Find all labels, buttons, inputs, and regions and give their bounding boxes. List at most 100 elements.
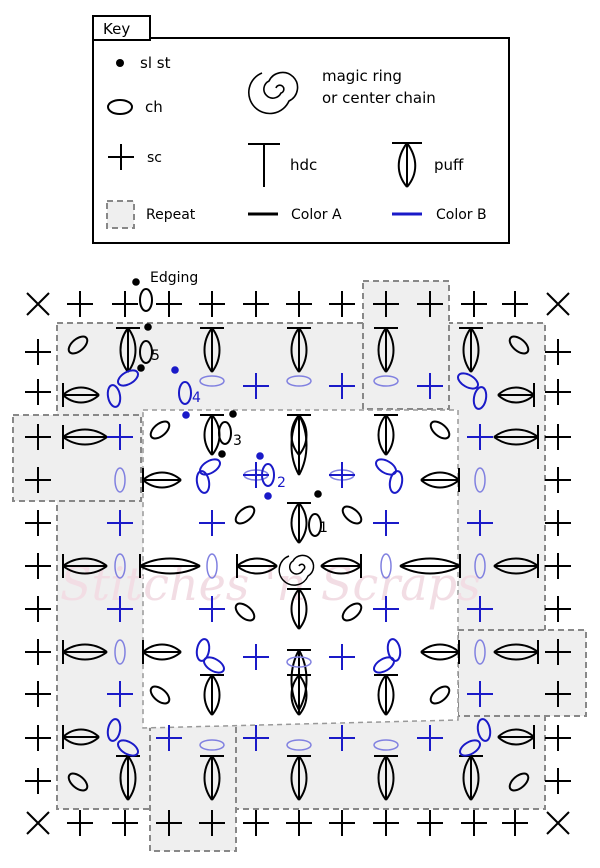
puff-petal bbox=[377, 327, 387, 373]
puff-petal bbox=[203, 755, 213, 801]
puff-petal bbox=[290, 649, 300, 711]
puff-petal bbox=[385, 755, 395, 801]
puff-petal bbox=[62, 557, 108, 567]
sc-stitch bbox=[373, 810, 399, 836]
color-b-base bbox=[474, 553, 486, 579]
ch-stitch bbox=[508, 772, 530, 792]
sc-stitch bbox=[467, 424, 493, 450]
puff-petal bbox=[290, 755, 300, 801]
sc-stitch bbox=[112, 810, 138, 836]
ch-stitch bbox=[67, 335, 89, 355]
puff-stitch bbox=[287, 414, 311, 476]
key-label-color-a: Color A bbox=[291, 207, 342, 223]
sc-stitch bbox=[199, 291, 225, 317]
label-round-2: 2 bbox=[277, 475, 286, 491]
sc-stitch bbox=[373, 291, 399, 317]
sc-stitch bbox=[25, 339, 51, 365]
sl-st-stitch bbox=[144, 323, 152, 331]
label-round-1: 1 bbox=[319, 520, 328, 536]
ch-stitch bbox=[341, 602, 363, 622]
sc-stitch bbox=[373, 510, 399, 536]
puff-stitch bbox=[374, 327, 398, 373]
puff-petal bbox=[493, 643, 539, 653]
sc-stitch bbox=[25, 596, 51, 622]
puff-petal bbox=[497, 386, 535, 396]
center-square bbox=[142, 409, 459, 729]
puff-stitch bbox=[287, 327, 311, 373]
puff-petal bbox=[298, 588, 308, 630]
puff-stitch bbox=[497, 383, 535, 407]
color-b-base bbox=[286, 375, 312, 387]
puff-petal bbox=[377, 755, 387, 801]
puff-stitch bbox=[62, 383, 100, 407]
sc-stitch bbox=[25, 725, 51, 751]
puff-stitch bbox=[62, 640, 108, 664]
puff-petal bbox=[142, 651, 182, 661]
puff-petal bbox=[62, 643, 108, 653]
sc-stitch bbox=[467, 596, 493, 622]
sc-stitch bbox=[243, 373, 269, 399]
puff-petal bbox=[462, 755, 472, 801]
sc-stitch bbox=[67, 810, 93, 836]
sc-stitch bbox=[545, 379, 571, 405]
sl-st-stitch bbox=[314, 490, 322, 498]
sc-stitch bbox=[417, 373, 443, 399]
color-b-base bbox=[474, 467, 486, 493]
color-b-base bbox=[474, 639, 486, 665]
x-stroke bbox=[546, 811, 570, 835]
sc-stitch bbox=[107, 596, 133, 622]
repeat-key-symbol bbox=[106, 200, 135, 229]
ch-stitch bbox=[341, 505, 363, 525]
puff-petal bbox=[127, 327, 137, 373]
corner-x-stitch bbox=[546, 811, 570, 835]
puff-stitch bbox=[374, 674, 398, 716]
sc-stitch bbox=[461, 810, 487, 836]
puff-stitch bbox=[320, 554, 362, 578]
ch-stitch bbox=[429, 685, 451, 705]
ch-stitch bbox=[106, 718, 122, 742]
sc-stitch bbox=[156, 291, 182, 317]
key-label-magic-ring-1: magic ring bbox=[322, 67, 402, 85]
puff-petal bbox=[298, 414, 308, 476]
hdc-key-symbol bbox=[248, 143, 280, 187]
puff-petal bbox=[211, 674, 221, 716]
puff-petal bbox=[211, 755, 221, 801]
sc-stitch bbox=[461, 291, 487, 317]
puff-petal bbox=[493, 436, 539, 446]
puff-stitch bbox=[399, 554, 461, 578]
puff-stitch bbox=[459, 755, 483, 801]
ch-stitch bbox=[195, 470, 211, 494]
ch-stitch bbox=[117, 739, 139, 757]
puff-petal bbox=[493, 651, 539, 661]
sc-stitch bbox=[467, 681, 493, 707]
puff-petal bbox=[377, 674, 387, 716]
sc-stitch bbox=[329, 810, 355, 836]
key-label-sc: sc bbox=[147, 150, 162, 166]
sc-stitch bbox=[156, 725, 182, 751]
key-box: Key sl st ch sc Repeat magic ring or cen… bbox=[92, 15, 510, 244]
sc-stitch bbox=[545, 639, 571, 665]
ch-stitch bbox=[457, 372, 479, 390]
sc-stitch bbox=[286, 810, 312, 836]
sc-stitch bbox=[243, 644, 269, 670]
sc-stitch bbox=[545, 768, 571, 794]
corner-x-stitch bbox=[26, 292, 50, 316]
sc-stitch bbox=[25, 510, 51, 536]
ch-stitch bbox=[388, 470, 404, 494]
sc-stitch bbox=[107, 681, 133, 707]
puff-petal bbox=[119, 327, 129, 373]
puff-petal bbox=[62, 736, 100, 746]
ch-stitch bbox=[139, 340, 153, 364]
sc-stitch bbox=[545, 467, 571, 493]
puff-petal bbox=[399, 565, 461, 575]
color-b-base bbox=[373, 739, 399, 751]
puff-petal bbox=[298, 674, 308, 716]
label-round-5: 5 bbox=[151, 348, 160, 364]
puff-petal bbox=[203, 414, 213, 456]
puff-petal bbox=[470, 327, 480, 373]
puff-petal bbox=[320, 557, 362, 567]
puff-petal bbox=[298, 649, 308, 711]
puff-stitch bbox=[420, 640, 460, 664]
ch-stitch bbox=[149, 420, 171, 440]
key-label-puff: puff bbox=[434, 156, 464, 174]
